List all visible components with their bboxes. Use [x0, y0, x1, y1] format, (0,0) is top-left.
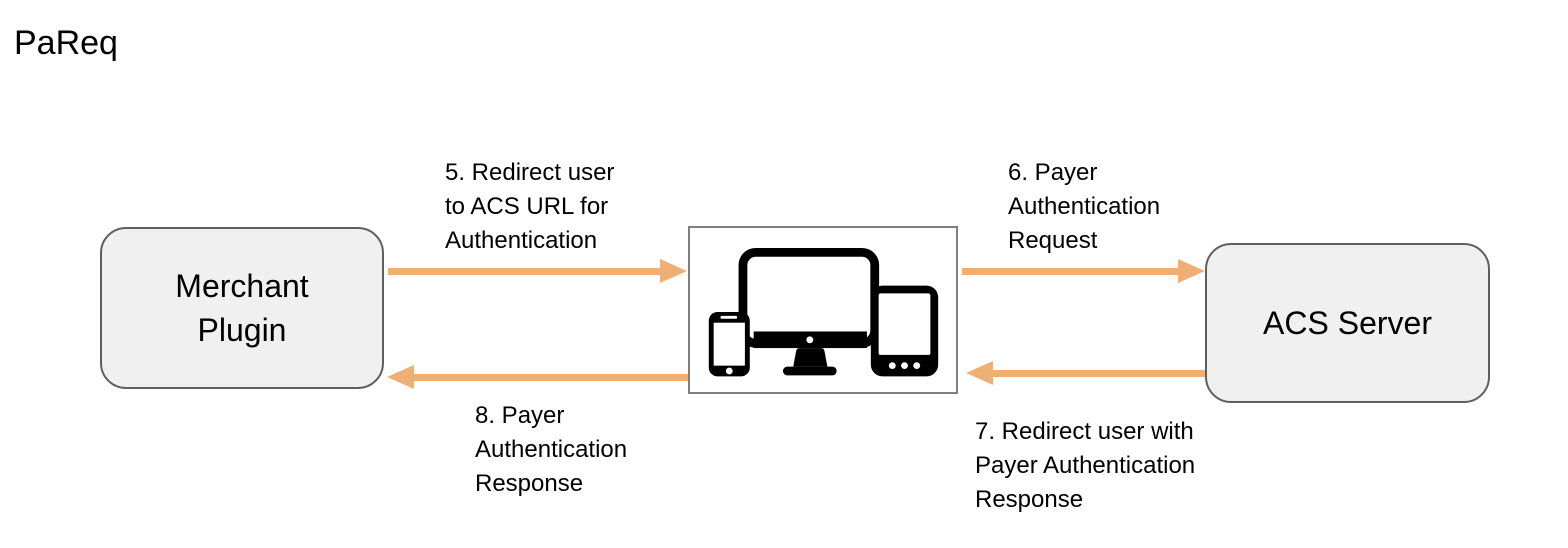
arrow-6-shaft — [962, 268, 1180, 275]
arrow-6-head — [1178, 259, 1205, 283]
arrow-8-head — [387, 365, 414, 389]
node-user-devices — [688, 226, 958, 394]
node-merchant-plugin: Merchant Plugin — [100, 227, 384, 389]
arrow-5-head — [660, 259, 687, 283]
tablet-icon — [870, 285, 939, 377]
arrow-5-shaft — [388, 268, 662, 275]
arrow-7-shaft — [992, 370, 1205, 377]
merchant-plugin-label: Merchant Plugin — [175, 267, 309, 348]
arrow-7-head — [966, 361, 993, 385]
diagram-title: PaReq — [14, 24, 118, 62]
acs-server-label: ACS Server — [1263, 304, 1432, 341]
arrow-5-label: 5. Redirect user to ACS URL for Authenti… — [445, 159, 615, 254]
arrow-8-shaft — [413, 374, 688, 381]
phone-icon — [708, 311, 750, 377]
arrow-8-label: 8. Payer Authentication Response — [475, 402, 628, 497]
monitor-icon — [738, 248, 880, 376]
arrow-7-label: 7. Redirect user with Payer Authenticati… — [975, 418, 1196, 513]
node-acs-server: ACS Server — [1205, 243, 1490, 403]
arrow-6-label: 6. Payer Authentication Request — [1008, 159, 1161, 254]
responsive-devices-icon — [708, 248, 939, 377]
